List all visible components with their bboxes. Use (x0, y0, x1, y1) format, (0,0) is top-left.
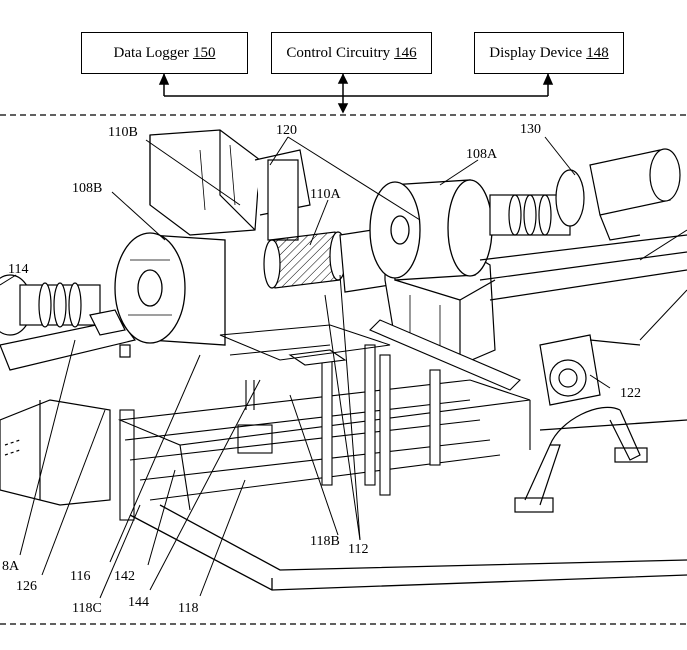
display-device-label: Display Device (489, 44, 583, 61)
left-shaft-114 (0, 274, 137, 371)
label-108A-top: 108A (466, 147, 498, 162)
label-126: 126 (16, 579, 37, 594)
left-motor-108A (0, 399, 111, 506)
leader-lines (0, 136, 687, 599)
label-118: 118 (178, 601, 198, 616)
control-circuitry-label: Control Circuitry (286, 44, 391, 61)
display-device-box: Display Device 148 (474, 32, 624, 74)
data-logger-number: 150 (192, 44, 216, 61)
support-rods (288, 319, 521, 496)
label-8A: 8A (2, 559, 20, 574)
label-130: 130 (520, 122, 541, 137)
data-logger-box: Data Logger 150 (81, 32, 248, 74)
label-110A: 110A (310, 187, 341, 202)
right-stand (514, 406, 648, 513)
base-plate (129, 419, 687, 591)
center-platform (219, 324, 391, 361)
bearing-122 (539, 334, 641, 406)
motor-housing-108A (369, 179, 493, 281)
data-logger-label: Data Logger (113, 44, 189, 61)
label-120: 120 (276, 123, 297, 138)
label-122: 122 (620, 386, 641, 401)
gearbox-110B (149, 129, 311, 241)
label-116: 116 (70, 569, 90, 584)
label-142: 142 (114, 569, 135, 584)
label-118C: 118C (72, 601, 102, 616)
label-110B: 110B (108, 125, 138, 140)
test-specimen (263, 231, 347, 289)
reference-labels: 110B 120 130 108A 108B 110A 114 122 8A 1… (2, 122, 641, 616)
label-108B: 108B (72, 181, 102, 196)
label-114: 114 (8, 262, 28, 277)
display-device-number: 148 (586, 44, 609, 61)
motor-housing-108B (114, 232, 226, 346)
control-circuitry-box: Control Circuitry 146 (271, 32, 432, 74)
block-connectors (158, 73, 554, 114)
label-118B: 118B (310, 534, 340, 549)
right-motor-130 (479, 148, 687, 301)
control-circuitry-number: 146 (394, 44, 417, 61)
label-112: 112 (348, 542, 368, 557)
dashed-enclosure (0, 114, 687, 625)
label-144: 144 (128, 595, 149, 610)
